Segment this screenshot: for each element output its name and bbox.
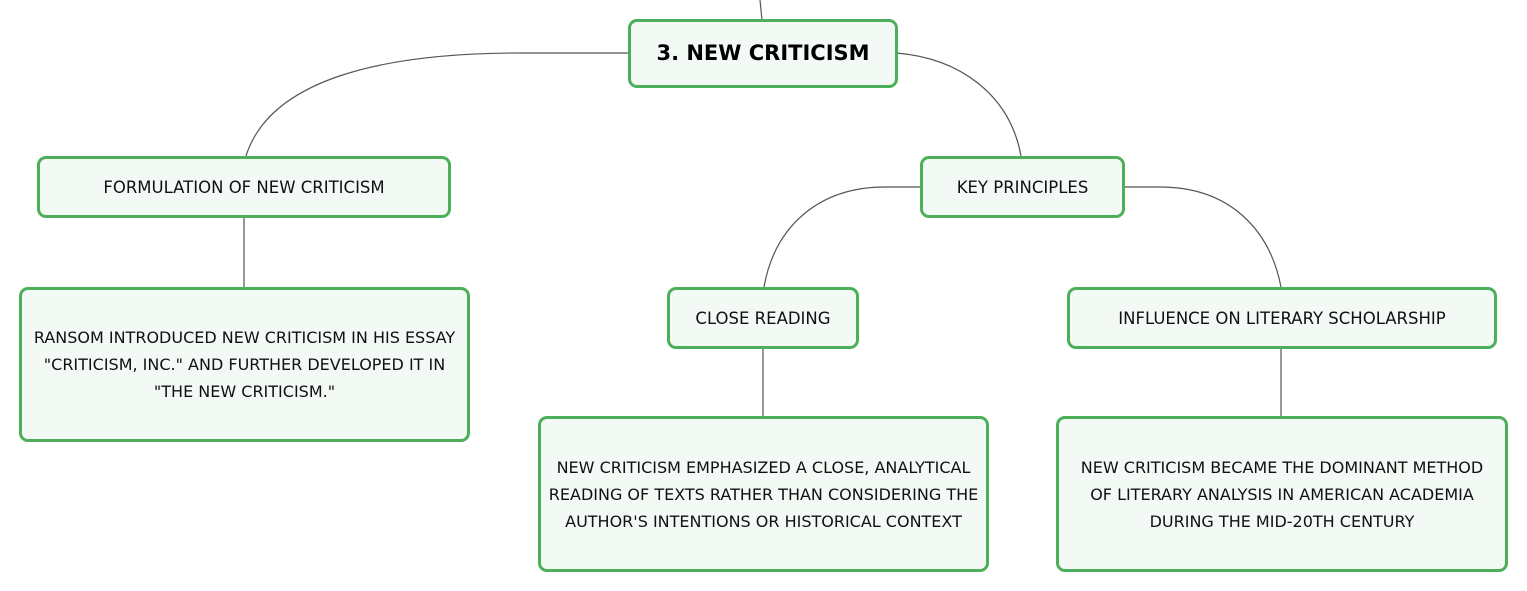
node-influence-detail[interactable]: NEW CRITICISM BECAME THE DOMINANT METHOD… <box>1056 416 1508 572</box>
connector-key-principles-to-close-reading <box>763 186 922 288</box>
node-influence-on-literary-scholarship[interactable]: INFLUENCE ON LITERARY SCHOLARSHIP <box>1067 287 1497 349</box>
node-text: NEW CRITICISM EMPHASIZED A CLOSE, ANALYT… <box>548 457 979 531</box>
connector-root-to-formulation <box>245 52 630 157</box>
connector-root-to-key-principles <box>895 52 1022 157</box>
connector-parent-to-root <box>759 0 763 21</box>
node-formulation-of-new-criticism[interactable]: FORMULATION OF NEW CRITICISM <box>37 156 451 218</box>
node-key-principles[interactable]: KEY PRINCIPLES <box>920 156 1125 218</box>
root-node-label: 3. NEW CRITICISM <box>656 41 870 65</box>
connector-key-principles-to-influence <box>1122 186 1282 288</box>
node-label: CLOSE READING <box>695 308 831 328</box>
node-formulation-detail[interactable]: RANSOM INTRODUCED NEW CRITICISM IN HIS E… <box>19 287 470 442</box>
node-text: NEW CRITICISM BECAME THE DOMINANT METHOD… <box>1080 457 1484 531</box>
root-node[interactable]: 3. NEW CRITICISM <box>628 19 898 88</box>
node-label: KEY PRINCIPLES <box>956 177 1089 197</box>
node-close-reading[interactable]: CLOSE READING <box>667 287 859 349</box>
node-label: INFLUENCE ON LITERARY SCHOLARSHIP <box>1118 308 1446 328</box>
node-close-reading-detail[interactable]: NEW CRITICISM EMPHASIZED A CLOSE, ANALYT… <box>538 416 989 572</box>
node-label: FORMULATION OF NEW CRITICISM <box>103 177 385 197</box>
node-text: RANSOM INTRODUCED NEW CRITICISM IN HIS E… <box>33 328 456 401</box>
